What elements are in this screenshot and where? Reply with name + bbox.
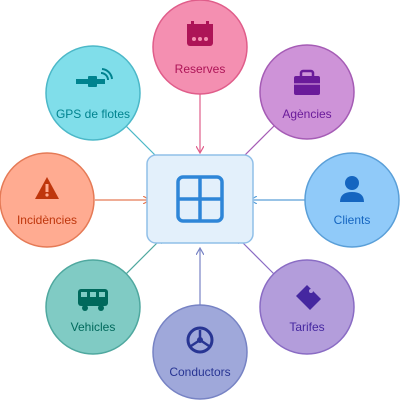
node-incidencies[interactable]: Incidències xyxy=(0,152,95,248)
node-label-tarifes: Tarifes xyxy=(289,320,324,334)
connectors xyxy=(95,94,305,305)
calendar-icon xyxy=(187,21,213,46)
tag-icon xyxy=(296,285,321,310)
node-label-clients: Clients xyxy=(334,213,371,227)
node-label-gps: GPS de flotes xyxy=(56,107,130,121)
node-label-conductors: Conductors xyxy=(169,365,230,379)
steering-wheel-icon xyxy=(186,326,214,354)
warning-icon xyxy=(35,177,59,199)
node-label-agencies: Agències xyxy=(282,107,331,121)
grid-icon xyxy=(176,175,224,223)
node-agencies[interactable]: Agències xyxy=(259,44,355,140)
node-tarifes[interactable]: Tarifes xyxy=(259,259,355,355)
hub-node[interactable] xyxy=(146,154,254,244)
node-label-vehicles: Vehicles xyxy=(71,320,116,334)
node-label-incidencies: Incidències xyxy=(17,213,77,227)
node-clients[interactable]: Clients xyxy=(304,152,400,248)
connector-vehicles xyxy=(121,237,163,279)
person-icon xyxy=(340,176,364,202)
satellite-icon xyxy=(76,68,113,87)
node-conductors[interactable]: Conductors xyxy=(152,304,248,400)
node-vehicles[interactable]: Vehicles xyxy=(45,259,141,355)
node-reserves[interactable]: Reserves xyxy=(152,0,248,95)
node-gps[interactable]: GPS de flotes xyxy=(45,45,141,141)
briefcase-icon xyxy=(294,69,320,95)
node-label-reserves: Reserves xyxy=(175,62,226,76)
bus-icon xyxy=(78,289,108,311)
